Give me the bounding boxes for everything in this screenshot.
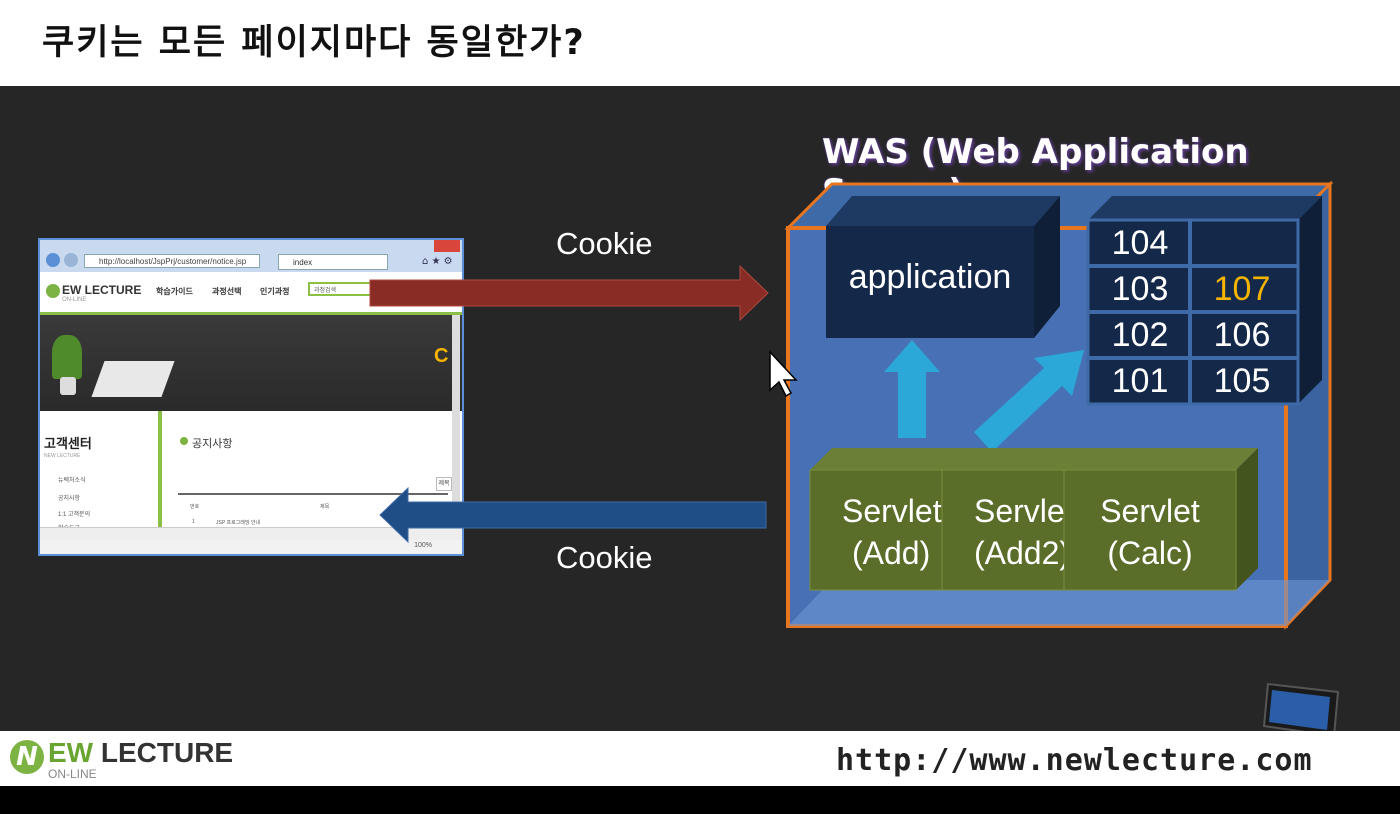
cookie-request-arrow [369, 264, 769, 322]
back-icon [46, 253, 60, 267]
browser-address-bar: http://localhost/JspPrj/customer/notice.… [84, 254, 260, 268]
application-block-top [826, 196, 1060, 226]
up-arrow-application [884, 340, 940, 438]
footer-logo-icon: N [10, 740, 44, 774]
storage-cell-102: 102 [1111, 316, 1169, 354]
mouse-cursor-icon [769, 350, 798, 398]
plant-image [52, 335, 82, 379]
cookie-request-label: Cookie [556, 226, 653, 261]
content-button: 제목 [436, 477, 452, 491]
servlet-calc-front [1063, 469, 1237, 591]
cookie-response-label: Cookie [556, 540, 653, 575]
sidebar-item-news: 뉴렉처소식 [58, 478, 86, 484]
site-search-placeholder: 과정검색 [314, 288, 337, 294]
application-block [826, 196, 1060, 338]
servlet-calc-line2: (Calc) [1107, 535, 1193, 571]
title-bar: 쿠키는 모든 페이지마다 동일한가? [0, 0, 1400, 86]
servlet-add-line2: (Add) [852, 535, 931, 571]
sidebar-item-notice: 공지사항 [58, 496, 81, 502]
was-box-floor [788, 580, 1330, 626]
servlet-calc-line1: Servlet [1100, 493, 1200, 529]
storage-grid [1086, 196, 1322, 406]
sidebar-sub: NEW LECTURE [44, 453, 81, 459]
site-logo-text: EW LECTURE [62, 283, 142, 297]
storage-cell-106: 106 [1213, 316, 1271, 354]
servlet-add2-line1: Servlet [974, 493, 1064, 529]
vertical-scrollbar [452, 315, 460, 531]
table-cell-title: JSP 프로그래밍 안내 [216, 520, 261, 526]
storage-grid-side [1298, 196, 1322, 404]
up-arrow-storage [974, 350, 1084, 452]
footer-logo-ew: EW [48, 737, 94, 768]
servlet-calc-top [1064, 448, 1258, 470]
footer-logo-sub: ON-LINE [48, 767, 97, 781]
zoom-level: 100% [414, 542, 432, 549]
servlet-add2-label: Servlet (Add2) [942, 490, 1064, 574]
content-title: 공지사항 [192, 437, 233, 450]
storage-cell-104: 104 [1111, 224, 1169, 262]
table-header-title: 제목 [320, 504, 330, 510]
nav-item-courses: 과정선택 [212, 287, 242, 296]
monitor-screen [1269, 690, 1330, 730]
servlet-blocks [809, 448, 1258, 591]
table-top-rule [178, 493, 448, 495]
site-logo-icon [46, 284, 60, 298]
nav-item-guide: 학습가이드 [156, 287, 193, 296]
hero-letter: C [434, 345, 449, 367]
site-logo-sub: ON-LINE [62, 297, 87, 303]
sidebar-title: 고객센터 [44, 437, 92, 452]
application-label: application [848, 258, 1012, 296]
footer-url: http://www.newlecture.com [836, 743, 1313, 778]
browser-chrome: http://localhost/JspPrj/customer/notice.… [40, 240, 462, 272]
table-header-no: 번호 [190, 504, 200, 510]
bottom-bar [0, 786, 1400, 814]
pot-image [60, 377, 76, 395]
servlet-calc-side [1236, 448, 1258, 590]
content-bullet-icon [180, 437, 188, 445]
table-cell-no: 1 [192, 519, 195, 525]
horizontal-scrollbar [40, 527, 462, 540]
footer-logo-text: EW LECTURE [48, 737, 233, 769]
storage-cell-101: 101 [1111, 362, 1169, 400]
servlet-add-label: Servlet (Add) [810, 490, 942, 574]
browser-status-bar: 100% [40, 540, 462, 554]
slide-title: 쿠키는 모든 페이지마다 동일한가? [42, 23, 586, 63]
up-arrows [884, 340, 1084, 452]
sidebar-item-inquiry: 1:1 고객문의 [58, 512, 91, 518]
cookie-response-arrow [379, 486, 767, 544]
application-block-side [1034, 196, 1060, 338]
storage-grid-top [1088, 196, 1322, 220]
footer [0, 731, 1400, 786]
servlet-add2-line2: (Add2) [974, 535, 1064, 571]
nav-item-popular: 인기과정 [260, 287, 290, 296]
servlet-add-line1: Servlet [842, 493, 942, 529]
storage-cell-103: 103 [1111, 270, 1169, 308]
content-divider [158, 411, 162, 531]
application-block-front [826, 226, 1034, 338]
footer-logo-lecture: LECTURE [100, 737, 234, 768]
storage-cell-105: 105 [1213, 362, 1271, 400]
close-icon [434, 240, 460, 252]
home-icon: ⌂ ★ ⚙ [422, 256, 453, 267]
servlet-calc-label: Servlet (Calc) [1064, 490, 1236, 574]
browser-tab: index [278, 254, 388, 270]
site-hero: C [40, 315, 462, 411]
forward-icon [64, 253, 78, 267]
storage-cell-107: 107 [1213, 270, 1271, 308]
